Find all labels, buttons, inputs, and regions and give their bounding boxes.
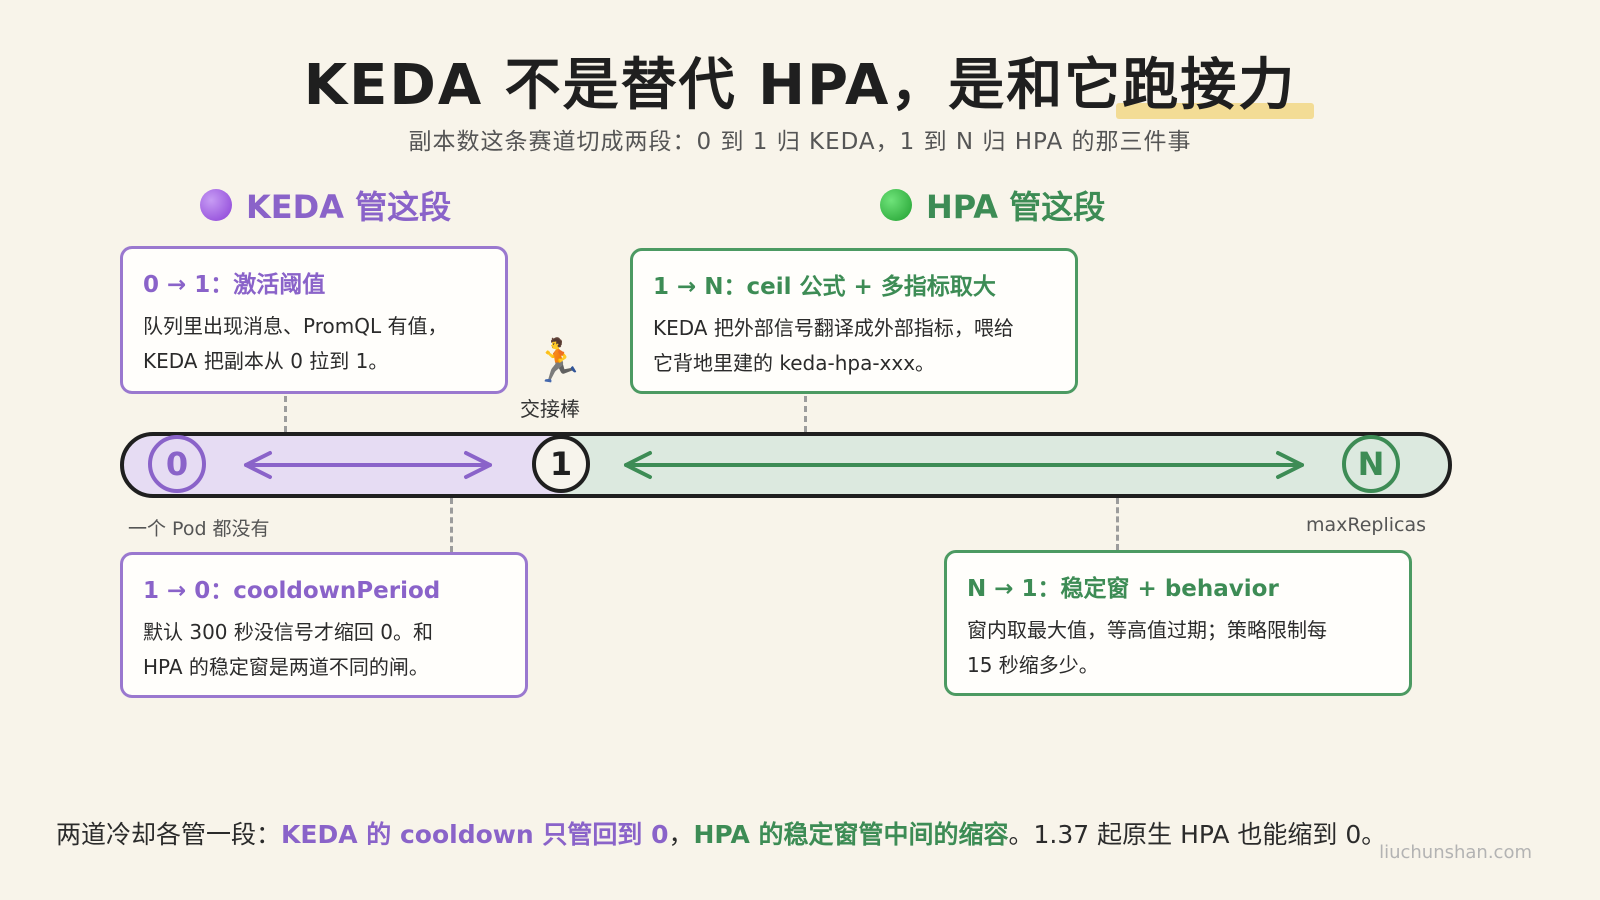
connector-dashed-line bbox=[450, 498, 453, 552]
page-subtitle: 副本数这条赛道切成两段：0 到 1 归 KEDA，1 到 N 归 HPA 的那三… bbox=[408, 129, 1192, 155]
card-activation-threshold: 0 → 1：激活阈值 队列里出现消息、PromQL 有值， KEDA 把副本从 … bbox=[120, 246, 508, 394]
title-main: KEDA 不是替代 HPA，是和它 bbox=[303, 53, 1123, 118]
card-heading: 1 → 0：cooldownPeriod bbox=[143, 578, 441, 604]
footer-prefix: 两道冷却各管一段： bbox=[56, 820, 282, 849]
hpa-zone-label: HPA 管这段 bbox=[880, 182, 1105, 228]
card-heading: 0 → 1：激活阈值 bbox=[143, 272, 326, 298]
footer-hpa-part: HPA 的稳定窗管中间的缩容 bbox=[693, 820, 1009, 849]
baton-label: 交接棒 bbox=[520, 397, 580, 421]
node-zero: 0 bbox=[148, 435, 206, 493]
runner-icon: 🏃 bbox=[532, 336, 585, 385]
card-line: 窗内取最大值，等高值过期；策略限制每 bbox=[967, 618, 1327, 642]
connector-dashed-line bbox=[284, 396, 287, 432]
footer-comma: ， bbox=[668, 820, 694, 849]
footer-suffix: 。1.37 起原生 HPA 也能缩到 0。 bbox=[1008, 820, 1387, 849]
card-body: 默认 300 秒没信号才缩回 0。和 HPA 的稳定窗是两道不同的闸。 bbox=[143, 615, 505, 685]
footer-keda-part: KEDA 的 cooldown 只管回到 0 bbox=[281, 820, 669, 849]
card-line: KEDA 把外部信号翻译成外部指标，喂给 bbox=[653, 316, 1014, 340]
card-body: KEDA 把外部信号翻译成外部指标，喂给 它背地里建的 keda-hpa-xxx… bbox=[653, 311, 1055, 381]
card-line: KEDA 把副本从 0 拉到 1。 bbox=[143, 349, 389, 373]
card-body: 窗内取最大值，等高值过期；策略限制每 15 秒缩多少。 bbox=[967, 613, 1389, 683]
card-cooldown-period: 1 → 0：cooldownPeriod 默认 300 秒没信号才缩回 0。和 … bbox=[120, 552, 528, 698]
keda-zone-text: KEDA 管这段 bbox=[246, 188, 452, 226]
node-n: N bbox=[1342, 435, 1400, 493]
card-heading: N → 1：稳定窗 + behavior bbox=[967, 576, 1279, 602]
connector-dashed-line bbox=[1116, 498, 1119, 550]
purple-circle-icon bbox=[200, 189, 232, 221]
card-line: HPA 的稳定窗是两道不同的闸。 bbox=[143, 655, 429, 679]
card-line: 它背地里建的 keda-hpa-xxx。 bbox=[653, 351, 936, 375]
replica-track bbox=[120, 432, 1452, 498]
card-line: 15 秒缩多少。 bbox=[967, 653, 1099, 677]
page-title: KEDA 不是替代 HPA，是和它跑接力 bbox=[0, 40, 1600, 121]
footer-note: 两道冷却各管一段：KEDA 的 cooldown 只管回到 0，HPA 的稳定窗… bbox=[56, 815, 1386, 851]
card-line: 默认 300 秒没信号才缩回 0。和 bbox=[143, 620, 433, 644]
max-replicas-label: maxReplicas bbox=[1306, 514, 1427, 536]
connector-dashed-line bbox=[804, 396, 807, 432]
title-highlight: 跑接力 bbox=[1116, 40, 1315, 121]
card-body: 队列里出现消息、PromQL 有值， KEDA 把副本从 0 拉到 1。 bbox=[143, 309, 485, 379]
green-circle-icon bbox=[880, 189, 912, 221]
card-stabilization-window: N → 1：稳定窗 + behavior 窗内取最大值，等高值过期；策略限制每 … bbox=[944, 550, 1412, 696]
card-line: 队列里出现消息、PromQL 有值， bbox=[143, 314, 448, 338]
card-heading: 1 → N：ceil 公式 + 多指标取大 bbox=[653, 274, 996, 300]
zero-pods-label: 一个 Pod 都没有 bbox=[128, 518, 270, 540]
node-one: 1 bbox=[532, 435, 590, 493]
watermark: liuchunshan.com bbox=[1379, 842, 1532, 863]
keda-zone-label: KEDA 管这段 bbox=[200, 182, 451, 228]
card-ceil-formula: 1 → N：ceil 公式 + 多指标取大 KEDA 把外部信号翻译成外部指标，… bbox=[630, 248, 1078, 394]
hpa-zone-text: HPA 管这段 bbox=[926, 188, 1106, 226]
